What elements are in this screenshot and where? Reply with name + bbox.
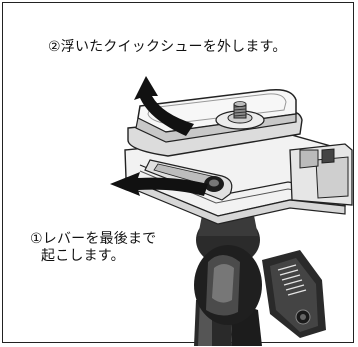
step2-caption: ②浮いたクイックシューを外します。 <box>48 39 287 55</box>
step1-caption-line2: 起こします。 <box>41 248 125 264</box>
curved-arrow-left-icon <box>110 172 208 196</box>
step1-caption-line1: ①レバーを最後まで <box>30 231 157 247</box>
step1-caption: ①レバーを最後まで 起こします。 <box>30 231 156 265</box>
release-lever <box>144 159 233 201</box>
curved-arrow-up-icon <box>134 76 194 136</box>
ball-head <box>194 205 262 325</box>
locking-knob <box>262 250 326 338</box>
